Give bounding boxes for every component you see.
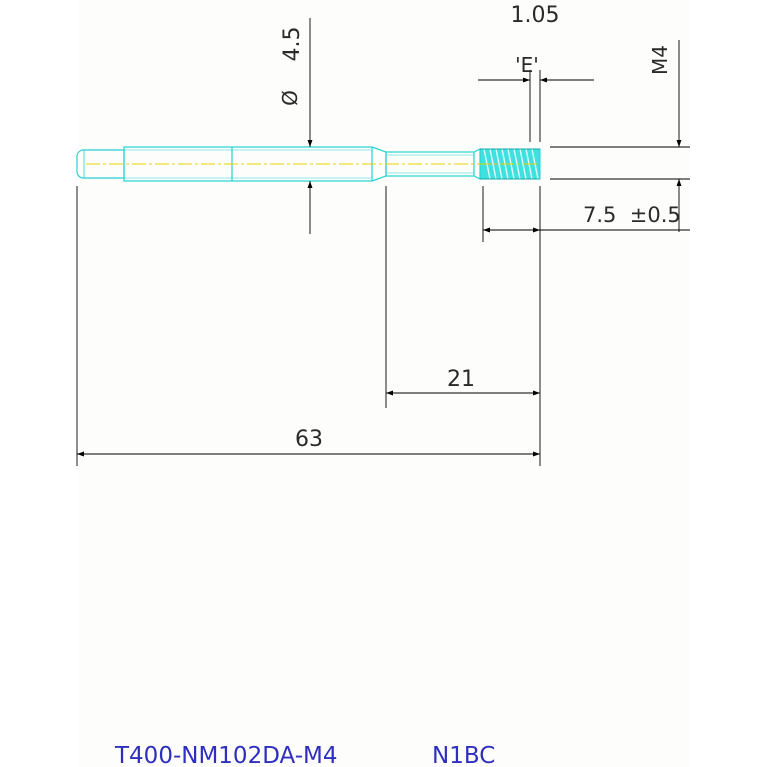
thread-pitch-label: 1.05 bbox=[511, 3, 560, 28]
diameter-value-label: 4.5 bbox=[280, 27, 305, 62]
diameter-symbol: Ø bbox=[278, 90, 302, 106]
part-number-label: T400-NM102DA-M4 bbox=[114, 743, 338, 767]
thread-reference-label: 'E' bbox=[515, 53, 539, 77]
part-code-label: N1BC bbox=[432, 743, 495, 767]
pin-tip-segment bbox=[76, 149, 125, 179]
dimension-lines bbox=[76, 18, 690, 466]
thread-size-label: M4 bbox=[648, 45, 672, 75]
overall-length-label: 63 bbox=[295, 427, 323, 452]
thread-length-label: 7.5 ±0.5 bbox=[583, 203, 681, 227]
shoulder-length-label: 21 bbox=[447, 367, 475, 392]
paper-background bbox=[78, 0, 689, 767]
